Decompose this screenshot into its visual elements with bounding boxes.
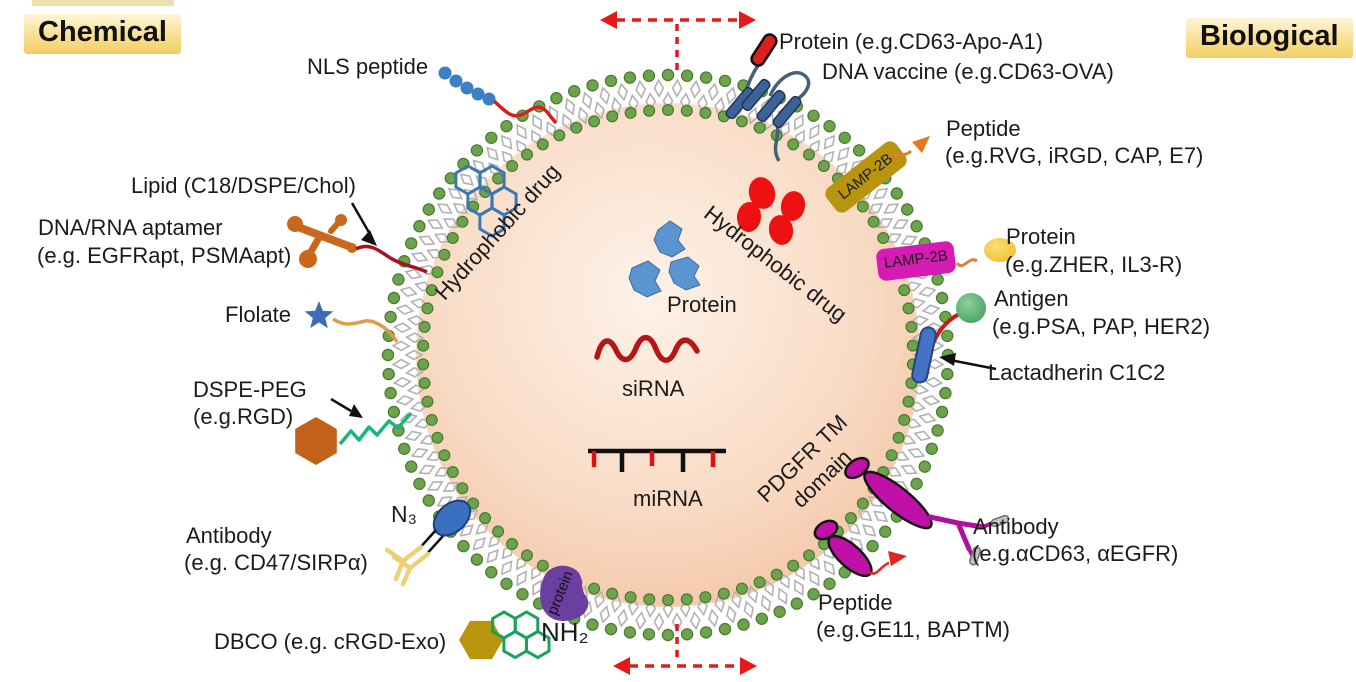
amine-label: NH₂ — [541, 617, 589, 647]
protein-mid-label-line2: (e.g.ZHER, IL3-R) — [1005, 252, 1183, 277]
mirna-icon — [588, 448, 726, 472]
folate-label: Flolate — [225, 302, 292, 327]
antibody-right-icon — [927, 514, 1010, 566]
nls-peptide-label: NLS peptide — [307, 54, 429, 79]
peptide-release-arrow-icon — [868, 551, 907, 575]
aptamer-linker — [355, 244, 428, 274]
protein-fusion-label: Protein (e.g.CD63-Apo-A1) — [779, 29, 1044, 54]
cropped-top-strip — [32, 0, 174, 6]
protein-mid-label-line1: Protein — [1006, 224, 1076, 249]
antigen-label-line1: Antigen — [994, 286, 1069, 311]
biological-badge: Biological — [1186, 18, 1353, 58]
folate-icon — [304, 301, 399, 343]
peptide-bottom-label-line1: Peptide — [818, 590, 893, 615]
hydrophobic-drug-ovals-icon — [736, 177, 806, 245]
lamp2b-lower-icon — [876, 238, 1016, 281]
protein-oval-icon — [984, 238, 1016, 262]
lipid-arrow-icon — [350, 202, 377, 246]
dna-vaccine-label: DNA vaccine (e.g.CD63-OVA) — [822, 59, 1114, 84]
peptide-bottom-label-line2: (e.g.GE11, BAPTM) — [816, 617, 1010, 642]
protein-cargo-label: Protein — [667, 292, 737, 317]
aptamer-label-line2: (e.g. EGFRapt, PSMAapt) — [37, 243, 292, 268]
dspe-peg-icon — [330, 397, 413, 446]
azide-label: N₃ — [391, 501, 417, 527]
dspe-peg-label-line2: (e.g.RGD) — [193, 404, 294, 429]
aptamer-label-line1: DNA/RNA aptamer — [38, 215, 223, 240]
lamp2b-upper-icon — [825, 136, 930, 213]
antigen-label-line2: (e.g.PSA, PAP, HER2) — [992, 314, 1211, 339]
tetraspanin-icon — [725, 33, 811, 162]
mirna-label: miRNA — [633, 486, 703, 511]
protein-cargo-icon — [628, 220, 701, 298]
antibody-right-label-line2: (e.g.αCD63, αEGFR) — [972, 541, 1179, 566]
aptamer-icon — [287, 214, 357, 268]
nls-peptide-icon — [438, 66, 558, 125]
peptide-top-label-line1: Peptide — [946, 116, 1021, 141]
lactadherin-label: Lactadherin C1C2 — [988, 360, 1166, 385]
top-dashed-arrow-icon — [600, 11, 756, 72]
lactadherin-icon — [911, 326, 997, 384]
antibody-left-icon — [384, 544, 431, 587]
antibody-right-label-line1: Antibody — [973, 514, 1059, 539]
chemical-badge: Chemical — [24, 14, 181, 54]
pdgfr-display-icon — [813, 456, 933, 578]
sirna-label: siRNA — [622, 376, 685, 401]
lipid-label: Lipid (C18/DSPE/Chol) — [131, 173, 356, 198]
antibody-left-label-line2: (e.g. CD47/SIRPα) — [184, 550, 368, 575]
bottom-dashed-arrow-icon — [613, 624, 757, 675]
anchor-protein-icon — [540, 565, 589, 621]
dbco-label: DBCO (e.g. cRGD-Exo) — [214, 629, 447, 654]
antibody-left-label-line1: Antibody — [186, 523, 272, 548]
hexagon-structures — [295, 164, 551, 660]
sirna-icon — [594, 334, 700, 363]
vesicle-lumen — [416, 103, 920, 607]
dspe-peg-label-line1: DSPE-PEG — [193, 377, 307, 402]
peptide-top-label-line2: (e.g.RVG, iRGD, CAP, E7) — [945, 143, 1204, 168]
